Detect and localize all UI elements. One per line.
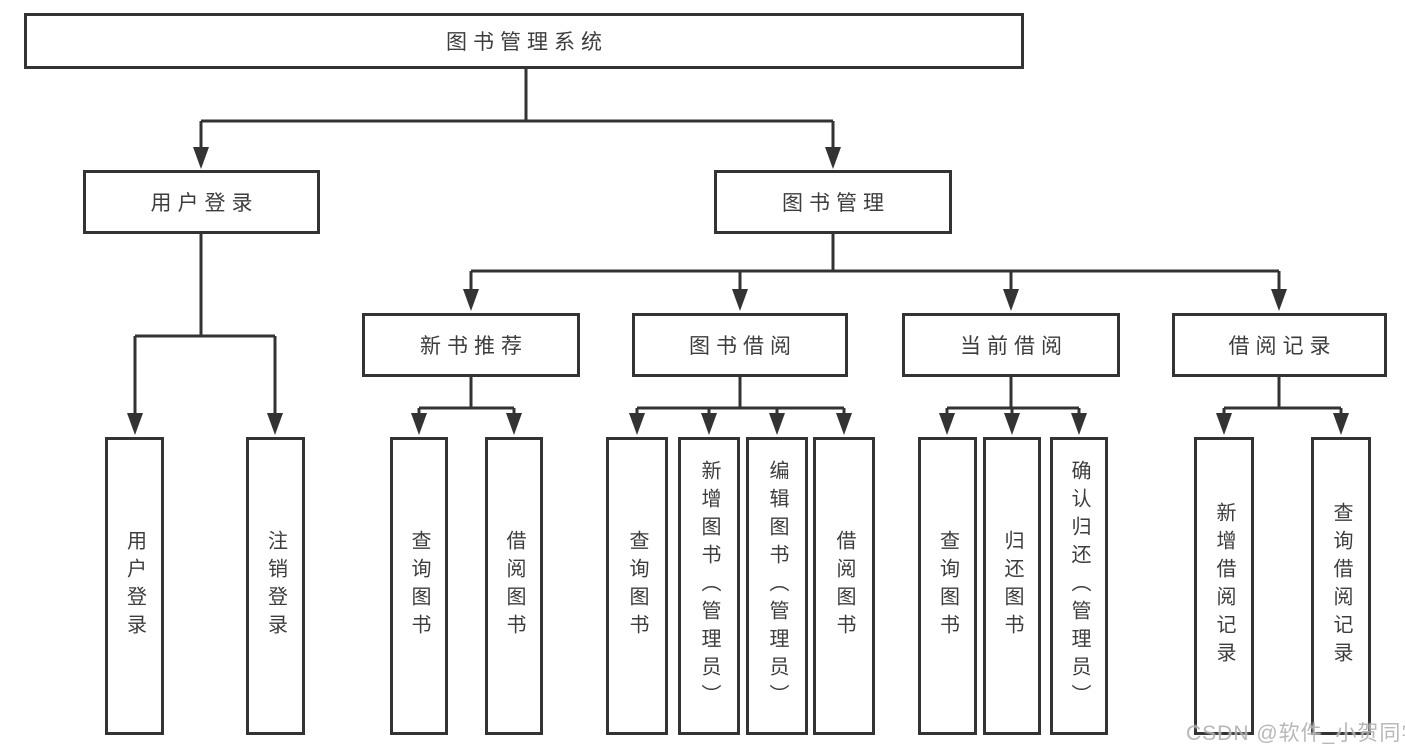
- node-query-books-recommend: 查询图书: [390, 437, 448, 735]
- node-current-borrowing: 当前借阅: [902, 313, 1120, 377]
- node-add-borrow-record: 新增借阅记录: [1194, 437, 1254, 735]
- node-add-book-admin: 新增图书（管理员）: [678, 437, 740, 735]
- node-borrow-books-leaf: 借阅图书: [813, 437, 875, 735]
- node-confirm-return-admin: 确认归还（管理员）: [1050, 437, 1108, 735]
- node-user-login-leaf: 用户登录: [105, 437, 164, 735]
- node-borrowing-records: 借阅记录: [1172, 313, 1387, 377]
- csdn-watermark: CSDN @软件_小贺同学: [1186, 722, 1405, 745]
- node-edit-book-admin: 编辑图书（管理员）: [746, 437, 808, 735]
- node-query-borrow-record: 查询借阅记录: [1311, 437, 1371, 735]
- node-root-system: 图书管理系统: [24, 13, 1024, 69]
- node-return-book: 归还图书: [983, 437, 1041, 735]
- node-book-management: 图书管理: [714, 170, 952, 234]
- node-query-books-current: 查询图书: [918, 437, 977, 735]
- node-query-books-borrow: 查询图书: [606, 437, 668, 735]
- node-logout-leaf: 注销登录: [246, 437, 305, 735]
- node-new-book-recommendation: 新书推荐: [362, 313, 580, 377]
- arrowheads: [127, 147, 1349, 435]
- node-book-borrowing: 图书借阅: [632, 313, 848, 377]
- node-user-login: 用户登录: [83, 170, 320, 234]
- node-borrow-books-recommend: 借阅图书: [485, 437, 543, 735]
